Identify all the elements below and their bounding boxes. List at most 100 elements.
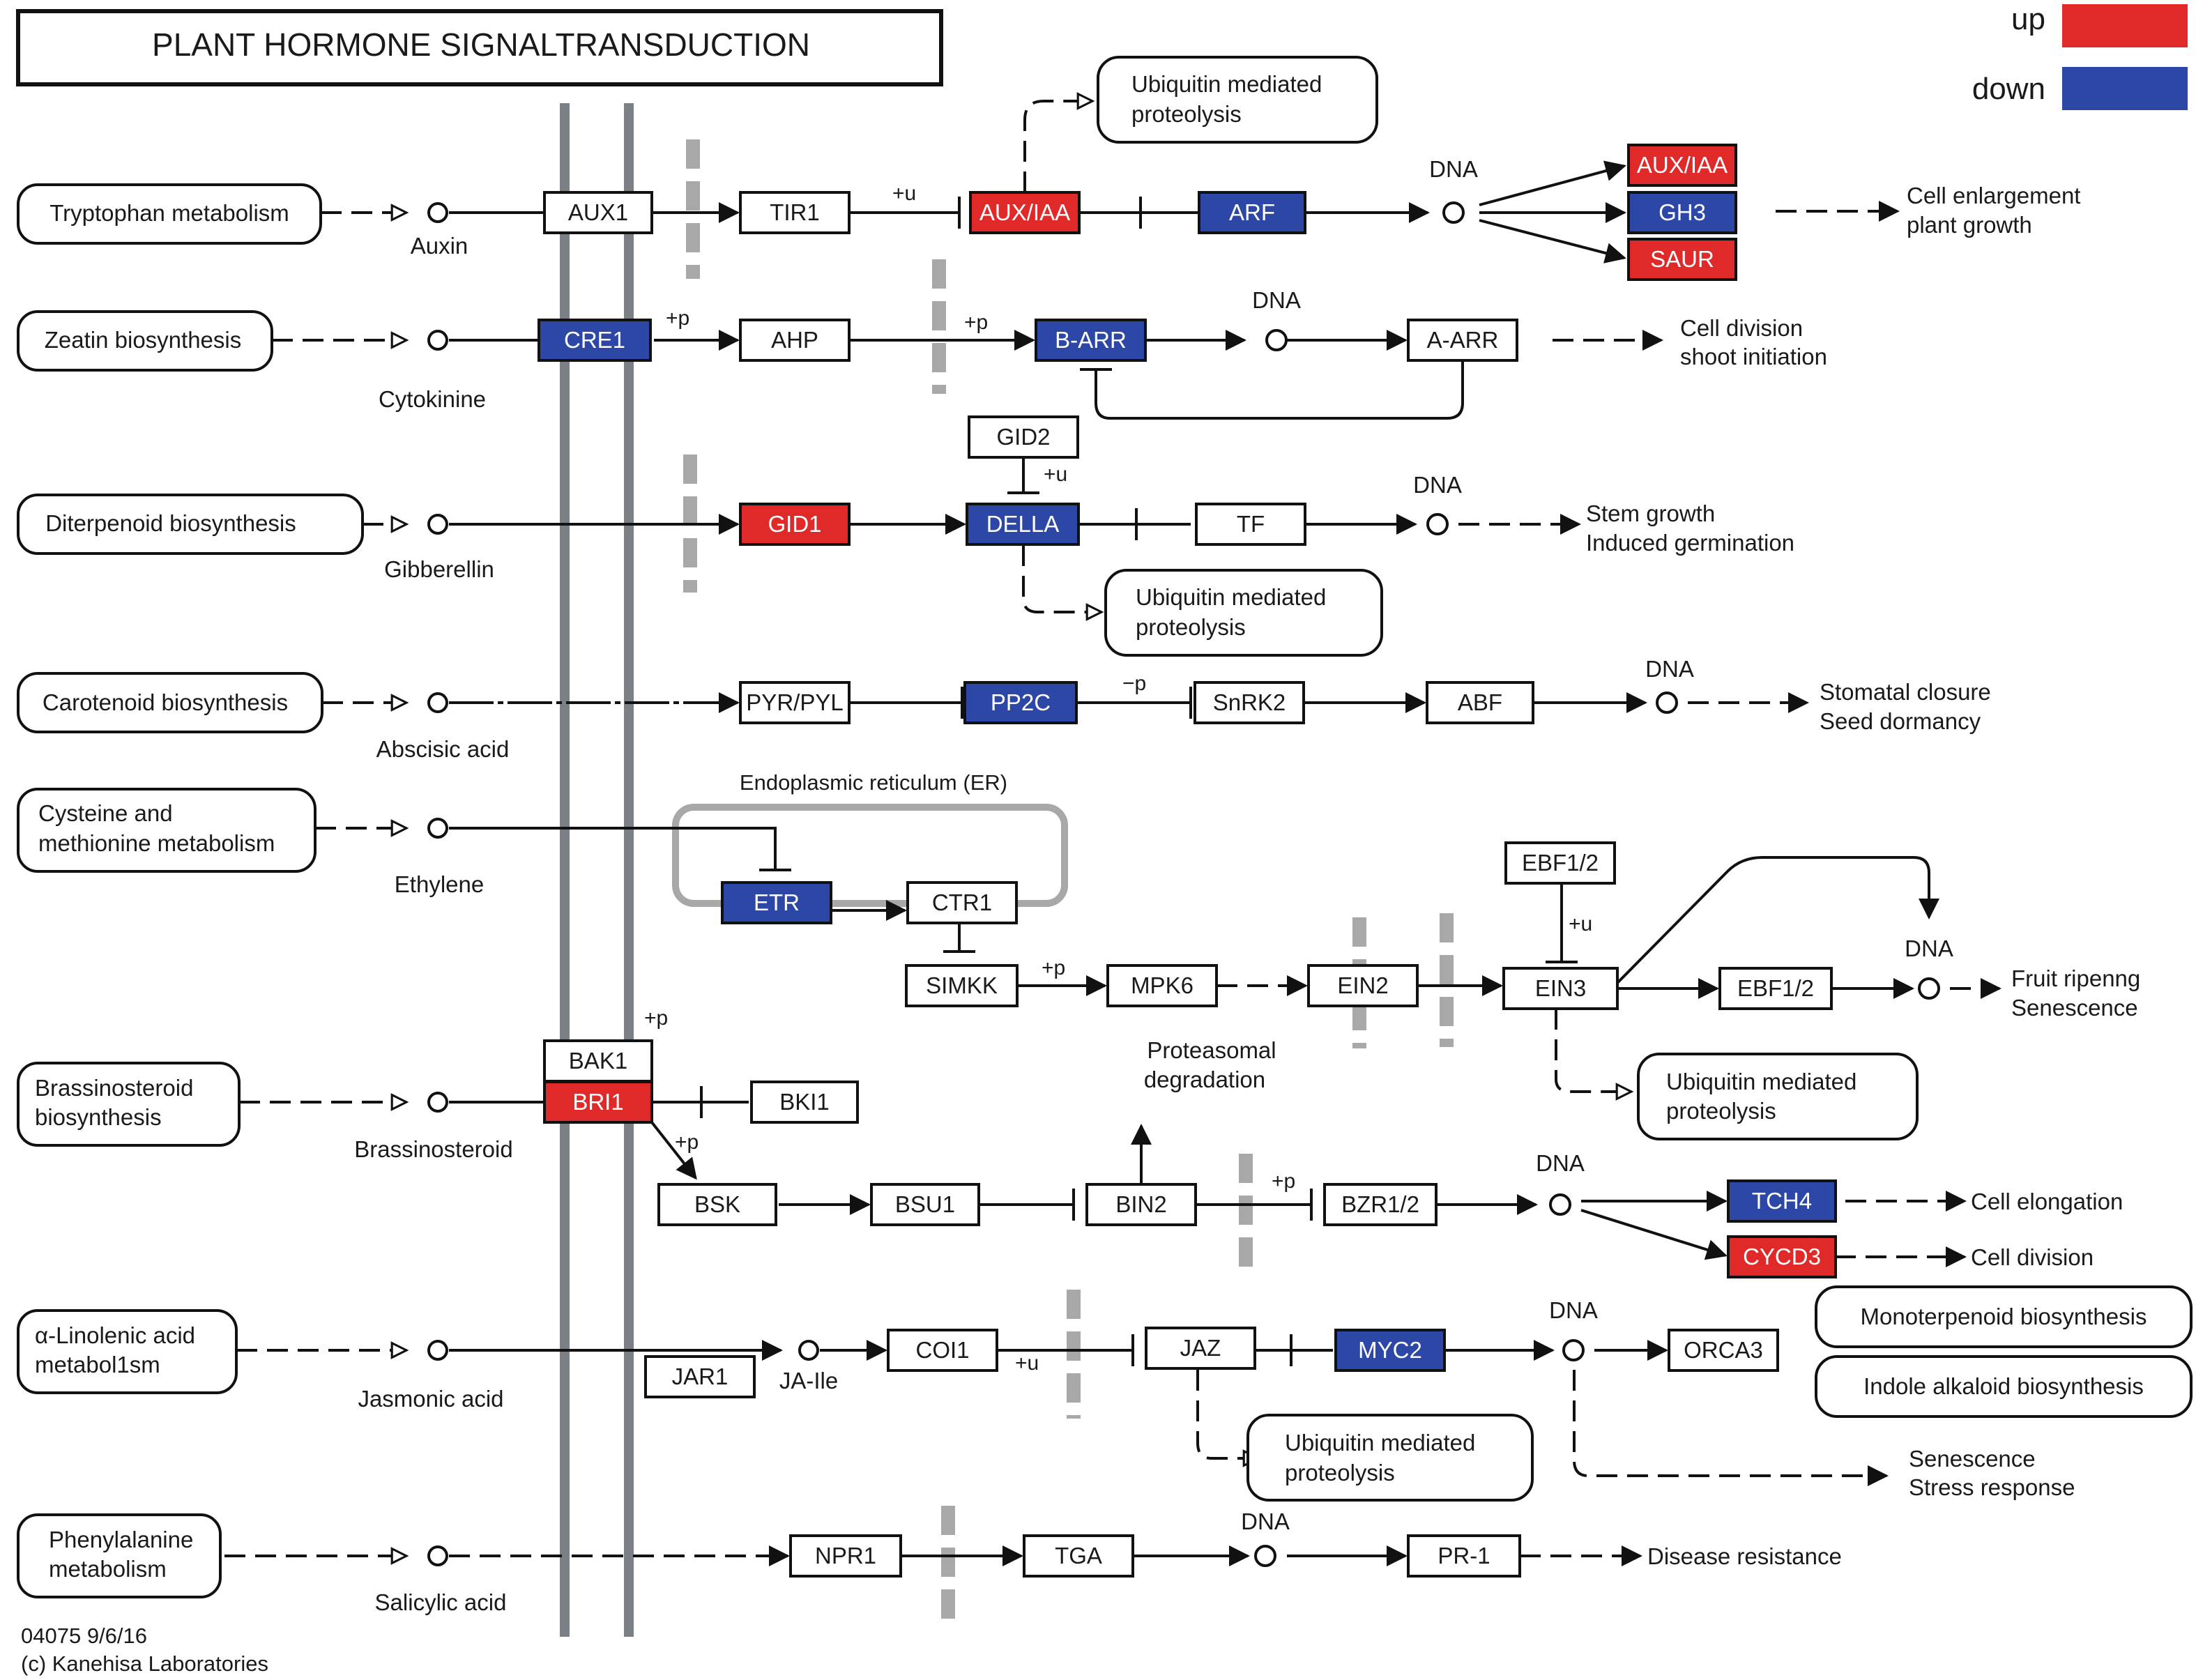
gene-arf[interactable]: ARF: [1198, 191, 1306, 234]
svg-text:Cell division: Cell division: [1680, 315, 1803, 341]
gene-box-rect: [739, 319, 851, 362]
gene-orca3[interactable]: ORCA3: [1668, 1329, 1779, 1372]
gene-snrk2[interactable]: SnRK2: [1194, 681, 1305, 724]
output-labels: Cell enlargement plant growth Cell divis…: [1586, 183, 2140, 1569]
gene-ctr1[interactable]: CTR1: [906, 881, 1018, 924]
gene-aux1[interactable]: AUX1: [543, 191, 653, 234]
gene-b-arr[interactable]: B-ARR: [1035, 319, 1147, 362]
gene-box-rect: [1307, 964, 1419, 1007]
proteasomal-label-1: Proteasomal: [1147, 1037, 1276, 1063]
ubiquitin-box-1[interactable]: Ubiquitin mediated proteolysis: [1097, 56, 1378, 144]
gene-bki1[interactable]: BKI1: [750, 1080, 859, 1124]
phenylalanine-metabolism[interactable]: Phenylalanine metabolism: [17, 1513, 222, 1598]
gene-box-rect: [1334, 1329, 1446, 1372]
gene-label: GID2: [996, 424, 1050, 450]
gene-ebf12[interactable]: EBF1/2: [1718, 967, 1833, 1010]
gene-label: TF: [1237, 511, 1265, 537]
gene-pyr-pyl[interactable]: PYR/PYL: [739, 681, 851, 724]
gene-gh3[interactable]: GH3: [1627, 191, 1737, 234]
gene-box-rect: [1106, 964, 1218, 1007]
svg-text:+u: +u: [1569, 912, 1592, 936]
gene-pr1[interactable]: PR-1: [1407, 1534, 1521, 1578]
carotenoid-biosynthesis[interactable]: Carotenoid biosynthesis: [17, 672, 323, 733]
cysteine-methionine-metabolism[interactable]: Cysteine and methionine metabolism: [17, 788, 317, 873]
gene-bsk[interactable]: BSK: [657, 1183, 777, 1226]
gene-a-arr[interactable]: A-ARR: [1407, 319, 1518, 362]
gene-saur[interactable]: SAUR: [1627, 238, 1737, 281]
svg-text:Zeatin biosynthesis: Zeatin biosynthesis: [45, 327, 241, 353]
gene-label: AUX1: [568, 199, 628, 225]
gene-aux-iaa-target[interactable]: AUX/IAA: [1627, 144, 1737, 187]
gene-ebf12-top[interactable]: EBF1/2: [1504, 841, 1616, 885]
gene-bin2[interactable]: BIN2: [1085, 1183, 1197, 1226]
gene-aux-iaa[interactable]: AUX/IAA: [969, 191, 1081, 234]
svg-text:Diterpenoid biosynthesis: Diterpenoid biosynthesis: [45, 510, 296, 536]
svg-text:metabolism: metabolism: [49, 1556, 167, 1582]
gene-box-rect: [1023, 1534, 1134, 1578]
gene-etr[interactable]: ETR: [721, 881, 832, 924]
linolenic-acid-metabolism[interactable]: α-Linolenic acid metabol1sm: [17, 1309, 238, 1394]
gene-bak1[interactable]: BAK1: [543, 1039, 653, 1083]
gene-tir1[interactable]: TIR1: [739, 191, 851, 234]
gene-gid1[interactable]: GID1: [739, 503, 851, 546]
indole-alkaloid-biosynthesis[interactable]: Indole alkaloid biosynthesis: [1815, 1355, 2193, 1418]
gene-ein3[interactable]: EIN3: [1502, 967, 1619, 1010]
gene-cycd3[interactable]: CYCD3: [1727, 1235, 1837, 1278]
gene-label: GID1: [768, 511, 821, 537]
gene-bri1[interactable]: BRI1: [543, 1080, 653, 1124]
gene-bzr12[interactable]: BZR1/2: [1323, 1183, 1438, 1226]
gene-pp2c[interactable]: PP2C: [963, 681, 1078, 724]
gene-tga[interactable]: TGA: [1023, 1534, 1134, 1578]
gene-jaz[interactable]: JAZ: [1145, 1327, 1256, 1370]
svg-text:+u: +u: [1044, 463, 1067, 486]
gene-myc2[interactable]: MYC2: [1334, 1329, 1446, 1372]
diterpenoid-biosynthesis[interactable]: Diterpenoid biosynthesis: [17, 494, 364, 555]
gene-label: TGA: [1055, 1543, 1102, 1568]
gene-box-rect: [1502, 967, 1619, 1010]
gene-label: CYCD3: [1743, 1244, 1821, 1269]
gene-box-rect: [963, 681, 1078, 724]
gene-label: AUX/IAA: [1637, 152, 1728, 178]
tryptophan-metabolism[interactable]: Tryptophan metabolism: [17, 183, 322, 245]
legend-down-swatch: [2062, 67, 2188, 110]
gene-coi1[interactable]: COI1: [887, 1329, 998, 1372]
svg-text:+p: +p: [666, 307, 689, 330]
svg-text:DNA: DNA: [1549, 1297, 1598, 1323]
svg-text:Tryptophan metabolism: Tryptophan metabolism: [49, 200, 289, 226]
gene-jar1[interactable]: JAR1: [644, 1355, 756, 1398]
gene-ein2[interactable]: EIN2: [1307, 964, 1419, 1007]
gene-gid2[interactable]: GID2: [968, 415, 1079, 459]
svg-text:shoot initiation: shoot initiation: [1680, 344, 1827, 369]
gene-box-rect: [1627, 191, 1737, 234]
compound-circles: [427, 202, 819, 1566]
ubiquitin-box-3[interactable]: Ubiquitin mediated proteolysis: [1637, 1053, 1919, 1140]
svg-text:Carotenoid biosynthesis: Carotenoid biosynthesis: [43, 689, 288, 715]
gene-mpk6[interactable]: MPK6: [1106, 964, 1218, 1007]
gene-abf[interactable]: ABF: [1426, 681, 1534, 724]
gene-label: CTR1: [932, 889, 992, 915]
gene-ahp[interactable]: AHP: [739, 319, 851, 362]
ubiquitin-box-4[interactable]: Ubiquitin mediated proteolysis: [1246, 1414, 1534, 1502]
svg-text:Brassinosteroid: Brassinosteroid: [35, 1075, 193, 1101]
gene-simkk[interactable]: SIMKK: [905, 964, 1019, 1007]
diagram-title: PLANT HORMONE SIGNALTRANSDUCTION: [152, 26, 810, 63]
gene-tch4[interactable]: TCH4: [1727, 1179, 1837, 1223]
svg-text:Salicylic acid: Salicylic acid: [375, 1589, 507, 1615]
modification-labels: +u +p +p +u −p +p +u +p +p +p +u: [644, 182, 1592, 1375]
ubiquitin-box-2[interactable]: Ubiquitin mediated proteolysis: [1104, 569, 1383, 657]
gene-box-rect: [1198, 191, 1306, 234]
gene-della[interactable]: DELLA: [966, 503, 1080, 546]
gene-cre1[interactable]: CRE1: [537, 319, 652, 362]
monoterpenoid-biosynthesis[interactable]: Monoterpenoid biosynthesis: [1815, 1285, 2193, 1348]
gene-label: BKI1: [779, 1089, 830, 1115]
brassinosteroid-biosynthesis[interactable]: Brassinosteroid biosynthesis: [17, 1062, 241, 1147]
gene-box-rect: [870, 1183, 980, 1226]
gene-box-rect: [537, 319, 652, 362]
zeatin-biosynthesis[interactable]: Zeatin biosynthesis: [17, 310, 273, 372]
gene-label: JAZ: [1180, 1335, 1221, 1361]
gene-bsu1[interactable]: BSU1: [870, 1183, 980, 1226]
gene-tf[interactable]: TF: [1195, 503, 1306, 546]
svg-text:DNA: DNA: [1429, 156, 1478, 182]
gene-npr1[interactable]: NPR1: [789, 1534, 902, 1578]
